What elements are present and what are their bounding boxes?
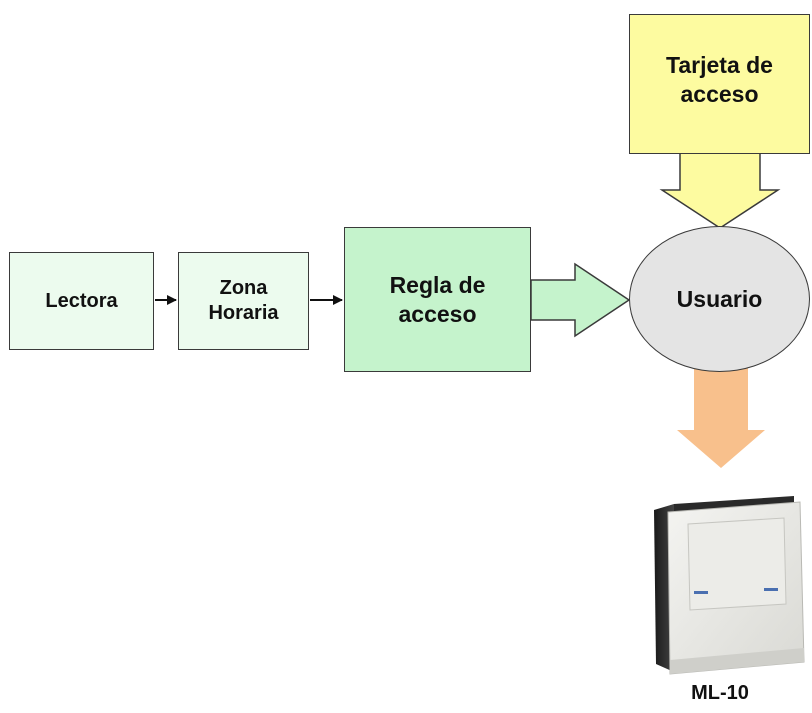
node-usuario-label: Usuario xyxy=(676,285,763,312)
block-arrow-usuario-to-device xyxy=(677,366,765,468)
device-label: ML-10 xyxy=(691,682,749,704)
block-arrow-tarjeta-to-usuario xyxy=(659,154,781,229)
node-regla-de-acceso: Regla de acceso xyxy=(344,227,531,372)
node-tarjeta-de-acceso: Tarjeta de acceso xyxy=(629,14,810,154)
block-arrow-regla-to-usuario xyxy=(530,262,631,338)
node-zona-horaria: Zona Horaria xyxy=(178,252,309,350)
access-controller-device-icon xyxy=(654,496,805,675)
node-usuario: Usuario xyxy=(629,226,810,372)
node-lectora: Lectora xyxy=(9,252,154,350)
